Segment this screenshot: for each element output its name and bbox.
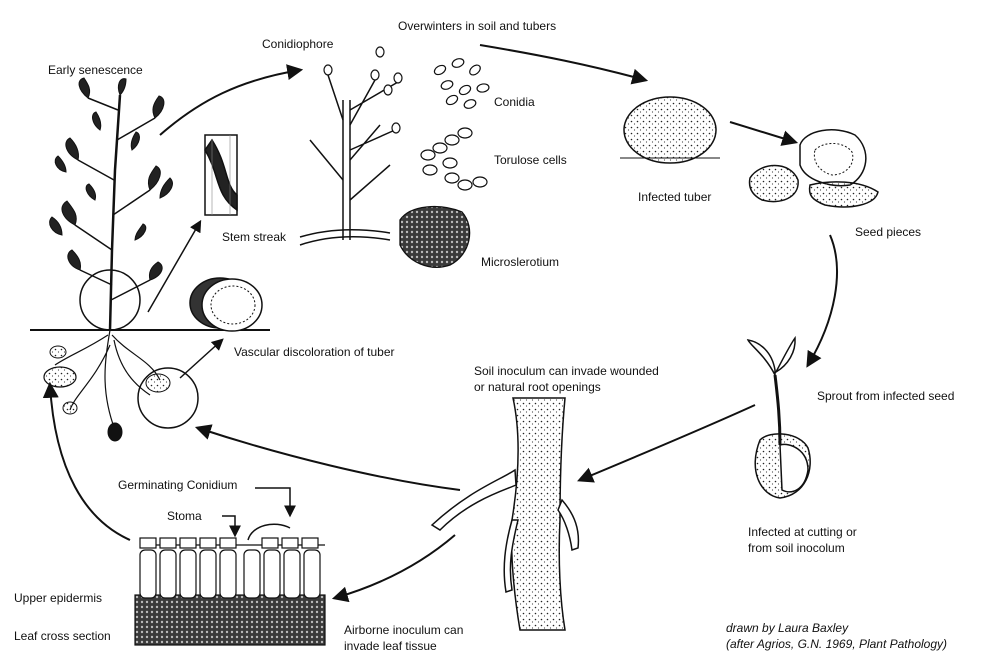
label-upper-epidermis: Upper epidermis (14, 590, 102, 606)
arrow-seed-to-sprout (808, 235, 837, 365)
seed-pieces-illustration (750, 130, 879, 207)
arrow-root-to-leaf (335, 535, 455, 598)
label-torulose-cells: Torulose cells (494, 152, 567, 168)
label-germinating-conidium: Germinating Conidium (118, 477, 237, 493)
arrow-germinating (255, 488, 290, 515)
label-infected-cutting-line1: Infected at cutting or (748, 524, 857, 540)
arrow-to-tuber-section (180, 340, 222, 378)
label-soil-inoculum-line1: Soil inoculum can invade wounded (474, 363, 659, 379)
label-conidiophore: Conidiophore (262, 36, 333, 52)
credit-line1: drawn by Laura Baxley (726, 620, 848, 636)
label-stem-streak: Stem streak (222, 229, 286, 245)
arrow-leaf-to-plant (50, 385, 130, 540)
label-vascular-discoloration: Vascular discoloration of tuber (234, 344, 395, 360)
microsclerotium-illustration (400, 207, 470, 268)
conidia-illustration (433, 57, 490, 110)
label-airborne-line2: invade leaf tissue (344, 638, 437, 654)
label-seed-pieces: Seed pieces (855, 224, 921, 240)
sprout-illustration (748, 338, 810, 498)
arrow-stoma (222, 516, 235, 535)
conidiophore-illustration (300, 47, 402, 245)
label-overwinters: Overwinters in soil and tubers (398, 18, 556, 34)
infected-tuber-illustration (620, 97, 720, 163)
label-stoma: Stoma (167, 508, 202, 524)
label-infected-cutting-line2: from soil inocolum (748, 540, 845, 556)
arrow-tuber-to-seed (730, 122, 795, 142)
label-sprout: Sprout from infected seed (817, 388, 954, 404)
potato-plant (30, 78, 270, 441)
stem-streak-illustration (205, 135, 237, 215)
label-leaf-cross-section: Leaf cross section (14, 628, 111, 644)
leaf-cross-section-illustration (135, 524, 325, 645)
arrow-plant-to-conidiophore (160, 70, 300, 135)
label-infected-tuber: Infected tuber (638, 189, 711, 205)
label-early-senescence: Early senescence (48, 62, 143, 78)
label-airborne-line1: Airborne inoculum can (344, 622, 463, 638)
arrow-sprout-to-root (580, 405, 755, 480)
label-microsclerotium: Microslerotium (481, 254, 559, 270)
tuber-section-illustration (190, 278, 262, 331)
label-soil-inoculum-line2: or natural root openings (474, 379, 601, 395)
arrow-conidia-to-tuber (480, 45, 645, 80)
label-conidia: Conidia (494, 94, 535, 110)
credit-line2: (after Agrios, G.N. 1969, Plant Patholog… (726, 636, 947, 652)
root-illustration (432, 398, 578, 630)
torulose-cells-illustration (421, 128, 487, 190)
